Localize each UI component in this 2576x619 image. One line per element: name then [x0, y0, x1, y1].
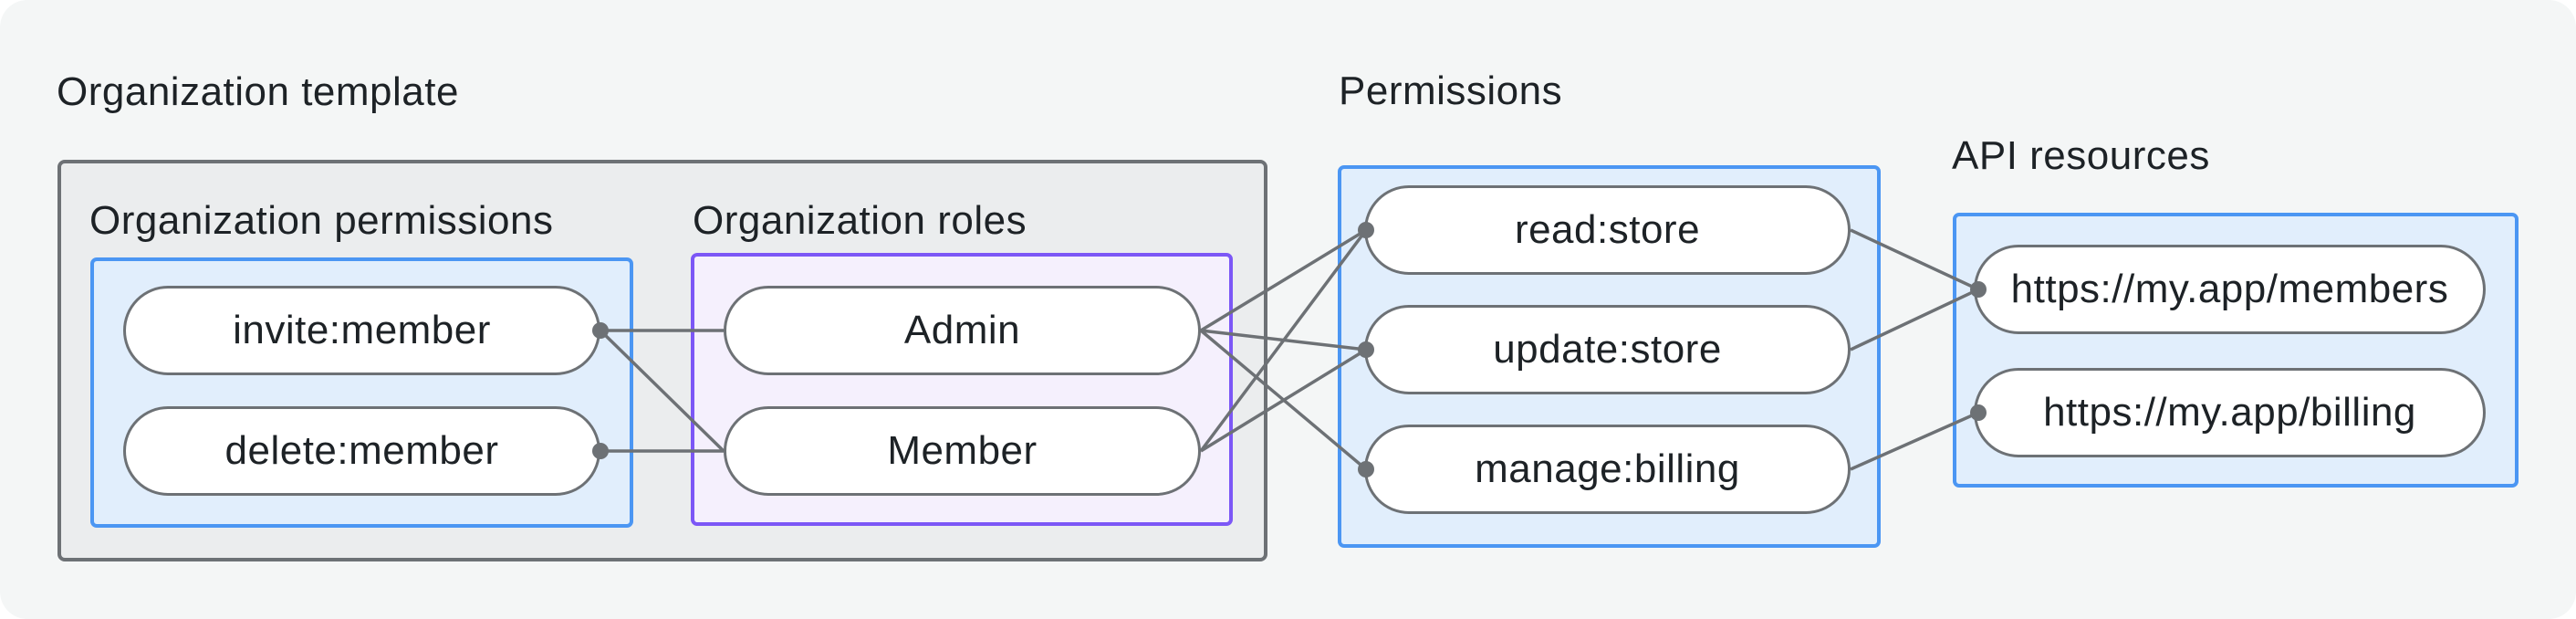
node-update-store: update:store [1364, 305, 1851, 394]
node-manage-billing: manage:billing [1364, 425, 1851, 514]
node-billing-api-url: https://my.app/billing [1974, 368, 2486, 457]
node-delete-member: delete:member [123, 406, 600, 496]
org-permissions-heading: Organization permissions [89, 198, 554, 243]
permissions-heading: Permissions [1339, 68, 1563, 113]
org-template-heading: Organization template [57, 69, 459, 114]
node-invite-member: invite:member [123, 286, 600, 375]
node-admin-role: Admin [724, 286, 1201, 375]
node-member-role: Member [724, 406, 1201, 496]
org-roles-heading: Organization roles [693, 198, 1027, 243]
node-read-store: read:store [1364, 185, 1851, 275]
node-members-api-url: https://my.app/members [1974, 245, 2486, 334]
api-resources-heading: API resources [1952, 133, 2210, 178]
